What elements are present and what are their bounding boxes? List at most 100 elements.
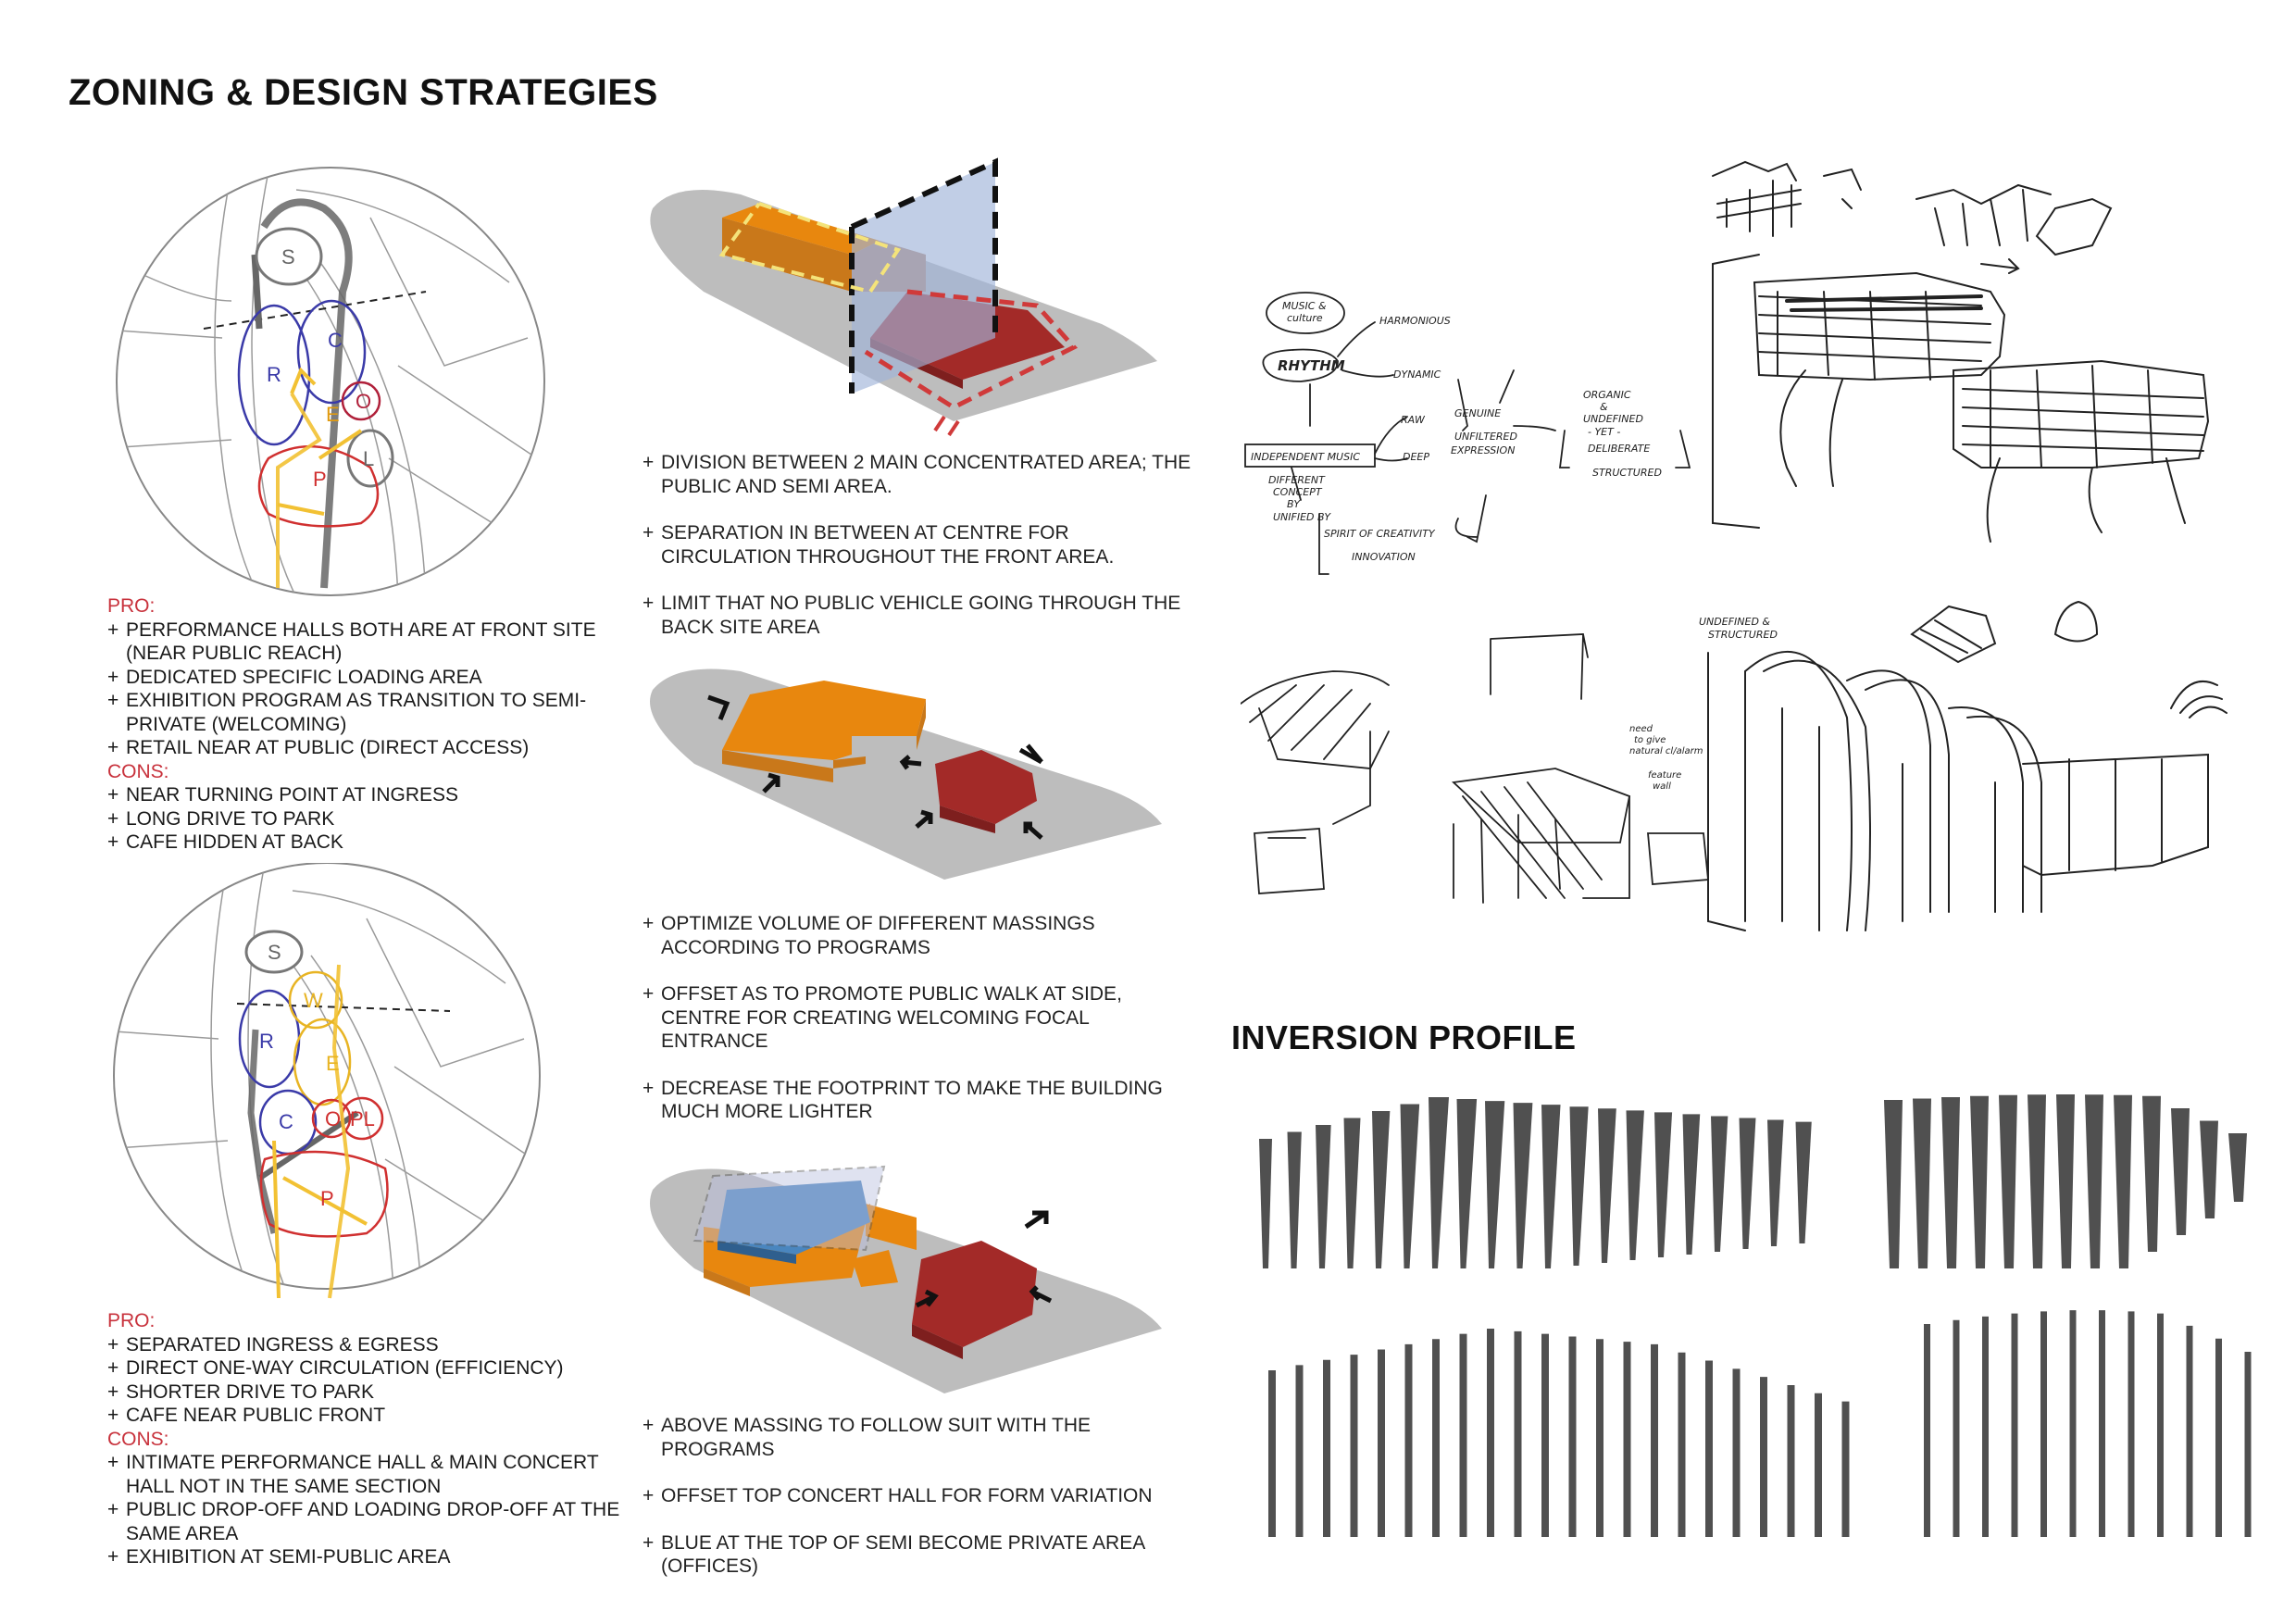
profile-fin [1487, 1329, 1494, 1537]
sketch-word: EXPRESSION [1451, 444, 1515, 456]
profile-fin [1569, 1106, 1589, 1266]
profile-fin [1970, 1095, 1989, 1268]
profile-fin [2069, 1310, 2077, 1537]
profile-fin [1626, 1110, 1644, 1260]
profile-fin [1514, 1330, 1522, 1537]
pro-item: +PERFORMANCE HALLS BOTH ARE AT FRONT SIT… [107, 618, 596, 665]
profile-fin [1343, 1118, 1361, 1268]
inversion-profile-diagram [1259, 1094, 2252, 1537]
sketch-word: BY [1287, 498, 1301, 510]
massing-diagram-division [650, 157, 1157, 437]
cons-label: CONS: [107, 1428, 169, 1450]
zone-label-r: R [267, 363, 281, 386]
sketch-word: MUSIC & [1282, 300, 1327, 312]
page-title: ZONING & DESIGN STRATEGIES [69, 72, 658, 113]
profile-fin [2099, 1310, 2105, 1537]
sketch-word: culture [1287, 312, 1323, 324]
profile-fin [1982, 1316, 1989, 1537]
strategy-item: +SEPARATION IN BETWEEN AT CENTRE FOR CIR… [643, 522, 1115, 568]
zoning-option-1-notes: PRO: +PERFORMANCE HALLS BOTH ARE AT FRON… [107, 594, 626, 855]
profile-fin [1651, 1343, 1658, 1537]
profile-fin [1295, 1365, 1304, 1537]
massing-diagram-above [650, 1165, 1162, 1393]
profile-fin [2186, 1325, 2193, 1537]
cons-item: +CAFE HIDDEN AT BACK [107, 831, 343, 853]
sketch-word: SPIRIT OF CREATIVITY [1324, 528, 1436, 540]
pro-item: +SEPARATED INGRESS & EGRESS [107, 1333, 439, 1355]
pro-label: PRO: [107, 595, 156, 617]
profile-fin [1378, 1349, 1385, 1537]
strategy-item: +LIMIT THAT NO PUBLIC VEHICLE GOING THRO… [643, 593, 1181, 638]
sketch-note: need [1629, 724, 1653, 734]
profile-fin [1705, 1360, 1713, 1537]
sketch-word: DEEP [1403, 451, 1429, 463]
zone-label-e: E [326, 403, 340, 426]
pro-item: +SHORTER DRIVE TO PARK [107, 1380, 375, 1403]
profile-fin [1760, 1377, 1767, 1537]
profile-fin [1513, 1103, 1533, 1268]
profile-fin [2244, 1352, 2252, 1537]
sketch-note: feature [1648, 770, 1681, 781]
profile-fin [1259, 1139, 1272, 1268]
facade-sketch-2: need to give natural cl/alarm feature wa… [1241, 633, 1709, 904]
zone-label-c: C [328, 329, 343, 352]
sketch-word: RAW [1401, 414, 1426, 426]
sketch-word: STRUCTURED [1592, 467, 1662, 479]
profile-fin [1541, 1105, 1561, 1268]
profile-fin [1541, 1333, 1549, 1537]
zone-label-e: E [326, 1052, 340, 1075]
sketch-word: INNOVATION [1352, 551, 1416, 563]
zone-label-p: P [320, 1187, 334, 1210]
profile-fin [1350, 1355, 1358, 1537]
cons-item: +EXHIBITION AT SEMI-PUBLIC AREA [107, 1546, 451, 1568]
concept-mind-map-sketch: MUSIC & culture HARMONIOUS RHYTHM DYNAMI… [1244, 292, 1691, 575]
zoning-option-2-notes: PRO: +SEPARATED INGRESS & EGRESS +DIRECT… [107, 1309, 626, 1569]
inversion-row-1-right [1884, 1094, 2247, 1268]
profile-fin [1456, 1099, 1478, 1268]
massing-strategy-2-notes: +OPTIMIZE VOLUME OF DIFFERENT MASSINGS A… [643, 912, 1198, 1147]
profile-fin [1459, 1333, 1467, 1537]
sketch-word: INDEPENDENT MUSIC [1251, 451, 1360, 463]
profile-fin [1941, 1097, 1960, 1268]
zoning-diagram-option-2: S W R E C O PL P [113, 863, 541, 1299]
profile-fin [2200, 1120, 2218, 1218]
profile-fin [1596, 1339, 1603, 1537]
sketch-word: UNFILTERED [1454, 431, 1517, 443]
profile-fin [2128, 1311, 2135, 1537]
profile-fin [2056, 1094, 2075, 1268]
sketch-word: RHYTHM [1278, 357, 1345, 374]
profile-fin [2114, 1094, 2132, 1268]
profile-fin [1999, 1094, 2017, 1268]
strategy-item: +BLUE AT THE TOP OF SEMI BECOME PRIVATE … [643, 1531, 1145, 1578]
profile-fin [1924, 1324, 1930, 1537]
sketch-note: to give [1634, 735, 1666, 745]
zone-label-o: O [325, 1107, 341, 1131]
pro-label: PRO: [107, 1310, 156, 1331]
strategy-item: +OFFSET AS TO PROMOTE PUBLIC WALK AT SID… [643, 983, 1122, 1052]
profile-fin [1623, 1342, 1631, 1537]
profile-fin [2228, 1133, 2247, 1202]
pro-item: +DEDICATED SPECIFIC LOADING AREA [107, 666, 482, 688]
profile-fin [2040, 1311, 2047, 1537]
strategy-item: +OFFSET TOP CONCERT HALL FOR FORM VARIAT… [643, 1485, 1153, 1506]
pro-item: +RETAIL NEAR AT PUBLIC (DIRECT ACCESS) [107, 737, 530, 758]
profile-fin [2085, 1094, 2103, 1268]
facade-sketch-1 [1712, 160, 2210, 543]
profile-fin [2215, 1338, 2222, 1537]
profile-fin [2011, 1313, 2018, 1537]
zone-label-l: L [363, 447, 374, 470]
sketch-word: - YET - [1588, 426, 1620, 438]
profile-fin [1372, 1111, 1391, 1268]
profile-fin [1732, 1368, 1741, 1537]
profile-fin [1739, 1118, 1756, 1249]
profile-fin [1682, 1114, 1701, 1255]
profile-fin [1913, 1098, 1931, 1268]
strategy-item: +OPTIMIZE VOLUME OF DIFFERENT MASSINGS A… [643, 913, 1095, 958]
profile-fin [1767, 1119, 1784, 1246]
profile-fin [1841, 1401, 1850, 1537]
zone-label-pl: PL [350, 1107, 375, 1131]
sketch-note: wall [1653, 781, 1671, 792]
massing-diagram-offset [650, 668, 1162, 880]
profile-fin [1287, 1131, 1302, 1268]
zone-label-p: P [313, 468, 327, 491]
